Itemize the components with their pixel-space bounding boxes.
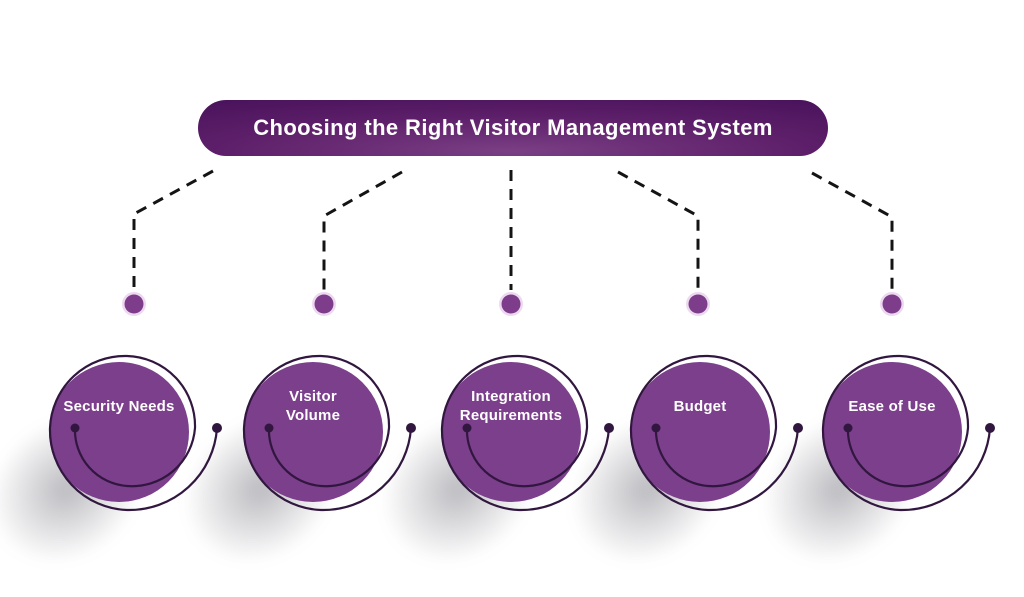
factor-label: Integration Requirements (426, 370, 596, 442)
circle-shape (49, 362, 189, 502)
factor-label: Visitor Volume (228, 370, 398, 442)
factor-circle (821, 354, 995, 512)
orbit-arc (440, 354, 611, 512)
factor-circle (48, 354, 222, 512)
circle-shape (630, 362, 770, 502)
connector-line (132, 169, 214, 290)
label-line: Integration (471, 388, 551, 405)
arc-end-dot (843, 423, 853, 433)
label-line: Ease of Use (848, 397, 936, 415)
arc-end-dot (985, 423, 995, 433)
factor-circle (242, 354, 416, 512)
label-line: Security Needs (63, 397, 175, 415)
factor-label: Security Needs (34, 370, 204, 442)
orbit-arc (242, 354, 413, 512)
circle-shape (243, 362, 383, 502)
factor-circle (629, 354, 803, 512)
connector-dot (688, 294, 708, 314)
orbit-arc (629, 354, 800, 512)
circle-shape (822, 362, 962, 502)
arc-end-dot (406, 423, 416, 433)
connector-line (811, 171, 894, 290)
label-line: Volume (285, 407, 341, 424)
factor-label: Budget (615, 370, 785, 442)
arc-end-dot (793, 423, 803, 433)
label-line: Budget (673, 397, 727, 415)
factor-circle (440, 354, 614, 512)
connector-dot (501, 294, 521, 314)
orbit-arc (48, 354, 219, 512)
arc-end-dot (212, 423, 222, 433)
orbit-arc (821, 354, 992, 512)
label-line: Requirements (459, 407, 563, 424)
arc-end-dot (70, 423, 80, 433)
arc-end-dot (651, 423, 661, 433)
connector-dot (314, 294, 334, 314)
connector-line (322, 170, 403, 290)
label-line: Visitor (289, 388, 337, 405)
connector-dot (124, 294, 144, 314)
factor-label: Ease of Use (807, 370, 977, 442)
page-title: Choosing the Right Visitor Management Sy… (253, 115, 773, 140)
arc-end-dot (462, 423, 472, 433)
circle-shape (441, 362, 581, 502)
arc-end-dot (604, 423, 614, 433)
title-banner: Choosing the Right Visitor Management Sy… (198, 100, 828, 156)
arc-end-dot (264, 423, 274, 433)
connector-line (617, 170, 700, 290)
connector-dot (882, 294, 902, 314)
